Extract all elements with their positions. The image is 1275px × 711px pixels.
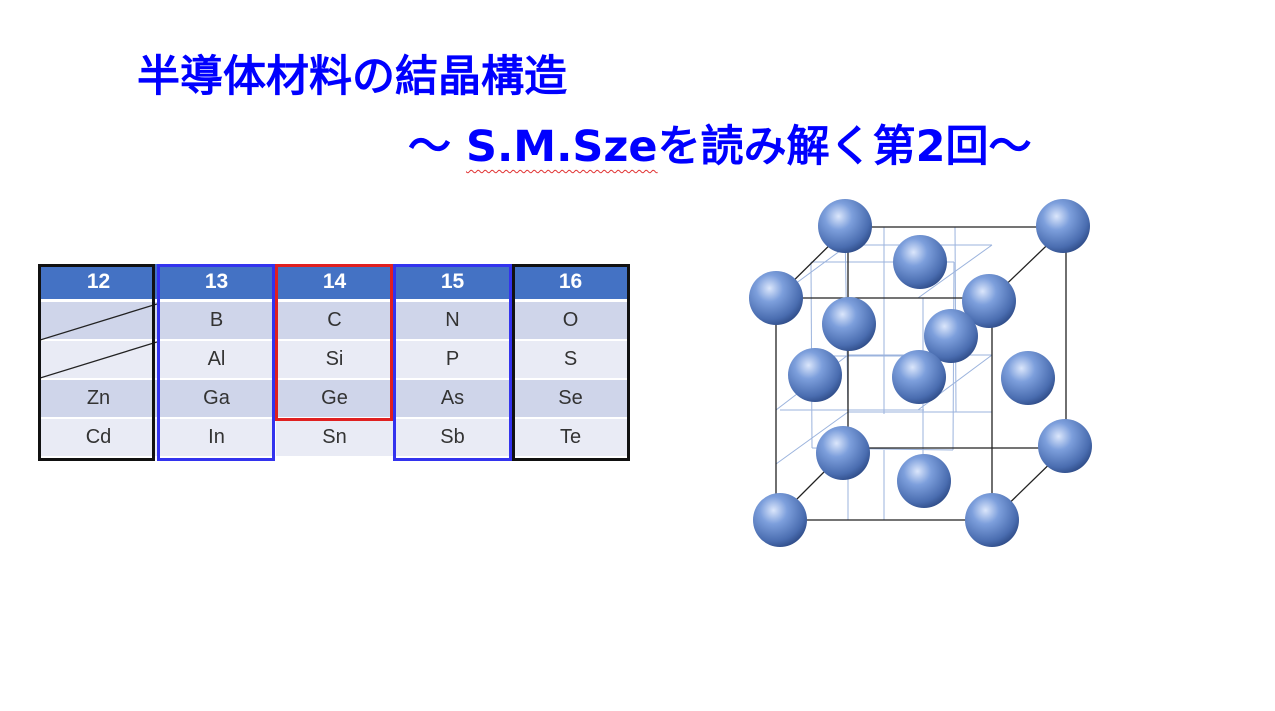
element-cell: Sn (276, 419, 393, 457)
cube-edges (775, 226, 1067, 521)
periodic-table: 12 Zn Cd 13 B Al Ga In 14 C Si Ge Sn 15 … (38, 264, 630, 461)
element-cell: P (394, 341, 511, 379)
subtitle-prefix: ～ (408, 122, 466, 172)
group-16-column: 16 O S Se Te (512, 264, 629, 458)
atom (822, 297, 876, 351)
atom (962, 274, 1016, 328)
element-cell: S (512, 341, 629, 379)
group-14-column: 14 C Si Ge Sn (276, 264, 393, 458)
element-cell: O (512, 302, 629, 340)
atom (1036, 199, 1090, 253)
atom (816, 426, 870, 480)
slide-title: 半導体材料の結晶構造 (137, 52, 567, 102)
crystal-structure-diagram (749, 199, 1092, 547)
group-header: 13 (158, 264, 275, 300)
group-header: 14 (276, 264, 393, 300)
element-cell: N (394, 302, 511, 340)
element-cell: Sb (394, 419, 511, 457)
element-cell: Te (512, 419, 629, 457)
group-15-column: 15 N P As Sb (394, 264, 511, 458)
element-cell: Se (512, 380, 629, 418)
element-cell: Ga (158, 380, 275, 418)
atoms (749, 199, 1092, 547)
element-cell: Cd (40, 419, 157, 457)
element-cell: As (394, 380, 511, 418)
group-header: 15 (394, 264, 511, 300)
atom (749, 271, 803, 325)
element-cell: Ge (276, 380, 393, 418)
atom (965, 493, 1019, 547)
atom (753, 493, 807, 547)
group-header: 16 (512, 264, 629, 300)
group-12-column: 12 Zn Cd (40, 264, 157, 458)
group-header: 12 (40, 264, 157, 300)
atom (892, 350, 946, 404)
element-cell: Al (158, 341, 275, 379)
atom (1001, 351, 1055, 405)
empty-cell-diagonals (40, 303, 157, 379)
element-cell: Zn (40, 380, 157, 418)
slide-subtitle: ～ S.M.Szeを読み解く第2回～ (408, 112, 1032, 174)
element-cell: C (276, 302, 393, 340)
atom (897, 454, 951, 508)
atom (1038, 419, 1092, 473)
atom (788, 348, 842, 402)
group-13-column: 13 B Al Ga In (158, 264, 275, 458)
atom (924, 309, 978, 363)
atom (893, 235, 947, 289)
subtitle-suffix: を読み解く第2回～ (657, 122, 1032, 172)
element-cell: In (158, 419, 275, 457)
subtitle-author: S.M.Sze (465, 122, 658, 172)
element-cell: B (158, 302, 275, 340)
element-cell: Si (276, 341, 393, 379)
atom (818, 199, 872, 253)
